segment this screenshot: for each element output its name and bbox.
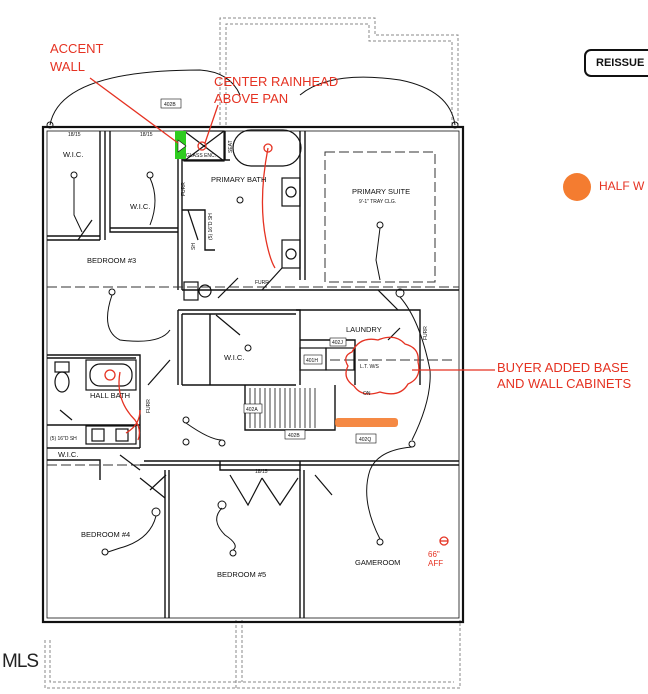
tag-402q: 402Q (359, 437, 371, 443)
annotation-accent-line-1: ACCENT (50, 41, 104, 56)
annotation-buyer-line-1: BUYER ADDED BASE (497, 360, 629, 375)
tag-linen: L.T. W/S (360, 364, 380, 370)
room-label-gameroom: GAMEROOM (355, 558, 400, 567)
room-label-wic-2: W.I.C. (130, 202, 150, 211)
room-label-bedroom-4: BEDROOM #4 (81, 530, 130, 539)
red-markups (89, 77, 495, 546)
room-label-primary-bath: PRIMARY BATH (211, 175, 266, 184)
room-note-tray-ceiling: 9'-1" TRAY CLG. (359, 199, 396, 205)
tag-wall-2: 18/15 (140, 132, 153, 138)
room-label-hall-bath: HALL BATH (90, 391, 130, 400)
tag-402b-mid: 402B (288, 433, 300, 439)
room-label-wic-3: W.I.C. (224, 353, 244, 362)
mls-watermark: MLS (2, 651, 39, 672)
plan-tags: 402B 402B 402Q 402A 402J 401H L.T. W/S O… (50, 98, 429, 475)
tag-seat: SEAT (228, 140, 234, 153)
tag-furr-1: FURR (255, 280, 269, 286)
annotation-aff-unit: AFF (428, 559, 443, 568)
tag-wall-1: 18/15 (68, 132, 81, 138)
tag-401h: 401H (306, 358, 318, 364)
tag-furr-4: FURR (423, 326, 429, 340)
tag-shelf-3: (5) 16"D SH (208, 213, 214, 240)
interior-walls (47, 131, 459, 618)
vanity-sink-upper (281, 177, 301, 207)
accent-wall-flag (177, 139, 187, 153)
room-label-bedroom-3: BEDROOM #3 (87, 256, 136, 265)
tag-glass-enc: GLASS ENC. (186, 153, 216, 159)
tag-402a: 402A (246, 407, 258, 413)
room-labels: W.I.C. W.I.C. W.I.C. W.I.C. PRIMARY BATH… (58, 150, 410, 579)
tag-402j: 402J (332, 340, 343, 346)
tag-shelf-1: SH (191, 243, 197, 250)
doors (59, 209, 401, 507)
vanity-sink-lower (281, 239, 301, 269)
exterior-walls (41, 125, 465, 624)
tag-furr-3: FURR (146, 399, 152, 413)
annotation-buyer-line-2: AND WALL CABINETS (497, 376, 631, 391)
red-annotation-text: ACCENT WALL CENTER RAINHEAD ABOVE PAN BU… (50, 41, 631, 568)
tag-402b-top: 402B (164, 102, 176, 108)
tag-shelf-2: (5) 16"D SH (50, 436, 77, 442)
room-label-primary-suite: PRIMARY SUITE (352, 187, 410, 196)
room-label-bedroom-5: BEDROOM #5 (217, 570, 266, 579)
tub (232, 129, 302, 167)
upper-dashed-outline (44, 17, 461, 689)
tag-on: ON (363, 391, 371, 397)
dryer (325, 347, 355, 371)
reissue-badge: REISSUE (584, 49, 648, 77)
hall-tub (85, 359, 137, 391)
tag-furr-2: FURR (181, 182, 187, 196)
annotation-aff-value: 66" (428, 550, 440, 559)
annotation-accent-line-2: WALL (50, 59, 85, 74)
room-label-wic-1: W.I.C. (63, 150, 83, 159)
annotation-rainhead-line-1: CENTER RAINHEAD (214, 74, 338, 89)
room-label-laundry: LAUNDRY (346, 325, 382, 334)
tag-wall-3: 18/15 (255, 469, 268, 475)
dashed-lines (47, 151, 459, 466)
legend-label: HALF W (599, 179, 645, 193)
cabinet-marker (335, 418, 398, 427)
annotation-rainhead-line-2: ABOVE PAN (214, 91, 288, 106)
legend-color-swatch (563, 173, 591, 201)
room-label-wic-4: W.I.C. (58, 450, 78, 459)
fixtures (54, 129, 355, 445)
